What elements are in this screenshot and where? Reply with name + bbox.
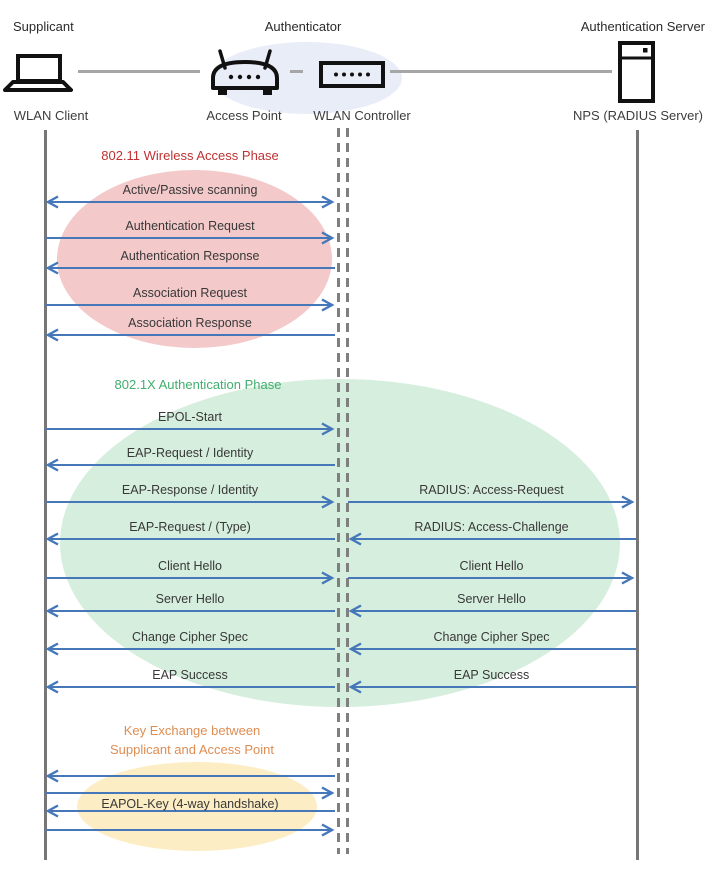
message-label: Association Response <box>128 316 252 330</box>
node-label-wlan-client: WLAN Client <box>13 108 89 123</box>
connector-ap-controller <box>290 70 303 73</box>
message-label: Client Hello <box>459 559 524 573</box>
role-supplicant: Supplicant <box>13 19 74 34</box>
lifeline-dashed-left <box>337 128 340 854</box>
message-label: RADIUS: Access-Request <box>419 483 564 497</box>
message-label: RADIUS: Access-Challenge <box>414 520 569 534</box>
role-authenticator: Authenticator <box>264 19 342 34</box>
message-label: Server Hello <box>155 592 225 606</box>
laptop-icon <box>3 54 73 92</box>
phase-title-line: Key Exchange between <box>123 723 261 738</box>
message-label: EAP-Response / Identity <box>121 483 259 497</box>
message-label: EAP-Request / Identity <box>126 446 254 460</box>
connector-controller-server <box>390 70 612 73</box>
lifeline-dashed-right <box>346 128 349 854</box>
phase-2-title: 802.1X Authentication Phase <box>115 375 282 394</box>
role-authentication-server: Authentication Server <box>580 19 705 34</box>
message-label: Client Hello <box>158 559 222 573</box>
lifeline-radius-server <box>636 130 639 860</box>
message-label: Change Cipher Spec <box>433 630 550 644</box>
node-label-access-point: Access Point <box>206 108 282 123</box>
access-point-icon <box>211 49 279 95</box>
message-label: EAP Success <box>453 668 530 682</box>
lifeline-wlan-client <box>44 130 47 860</box>
node-label-nps-radius-server: NPS (RADIUS Server) <box>572 108 704 123</box>
message-label: Association Request <box>133 286 247 300</box>
message-label: Server Hello <box>457 592 526 606</box>
node-label-wlan-controller: WLAN Controller <box>313 108 411 123</box>
message-label: Authentication Response <box>120 249 260 263</box>
connector-client-ap <box>78 70 200 73</box>
phase-title-line: 802.1X Authentication Phase <box>114 377 282 392</box>
message-label: EAPOL-Key (4-way handshake) <box>101 797 279 811</box>
phase-2-ellipse <box>60 379 620 707</box>
phase-title-line: 802.11 Wireless Access Phase <box>101 148 279 163</box>
server-icon <box>618 41 655 103</box>
message-label: Authentication Request <box>125 219 255 233</box>
message-label: Active/Passive scanning <box>122 183 258 197</box>
phase-1-title: 802.11 Wireless Access Phase <box>101 146 279 165</box>
message-label: Change Cipher Spec <box>131 630 249 644</box>
wlan-controller-icon <box>319 61 385 88</box>
authenticator-group-ellipse <box>212 42 402 114</box>
message-label: EPOL-Start <box>158 410 222 424</box>
message-label: EAP-Request / (Type) <box>129 520 251 534</box>
message-label: EAP Success <box>152 668 228 682</box>
phase-title-line: Supplicant and Access Point <box>109 742 275 757</box>
